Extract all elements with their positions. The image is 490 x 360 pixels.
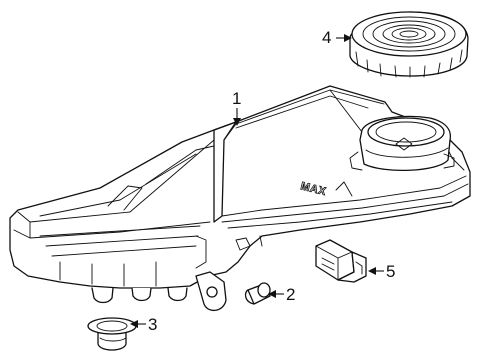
callout-label-3: 3 <box>148 315 157 334</box>
callout-3: 3 <box>130 315 157 334</box>
reservoir-body: MAX <box>9 85 471 311</box>
arrowhead-icon <box>268 290 276 298</box>
callout-5: 5 <box>368 262 395 281</box>
grommet <box>87 317 137 351</box>
level-sensor <box>315 239 367 283</box>
callout-1: 1 <box>232 89 241 126</box>
callout-4: 4 <box>322 28 352 47</box>
arrowhead-icon <box>368 267 376 275</box>
callout-2: 2 <box>268 285 295 304</box>
mounting-hole <box>206 286 218 298</box>
max-arrow-icon <box>335 181 353 197</box>
callout-label-2: 2 <box>286 285 295 304</box>
callout-label-1: 1 <box>232 89 241 108</box>
plug <box>244 282 271 305</box>
arrowhead-icon <box>233 118 241 126</box>
mounting-bosses <box>91 287 188 304</box>
callout-label-4: 4 <box>322 28 331 47</box>
arrowhead-icon <box>130 320 138 328</box>
arrowhead-icon <box>344 34 352 42</box>
reservoir-cap <box>349 11 469 78</box>
callout-label-5: 5 <box>386 262 395 281</box>
